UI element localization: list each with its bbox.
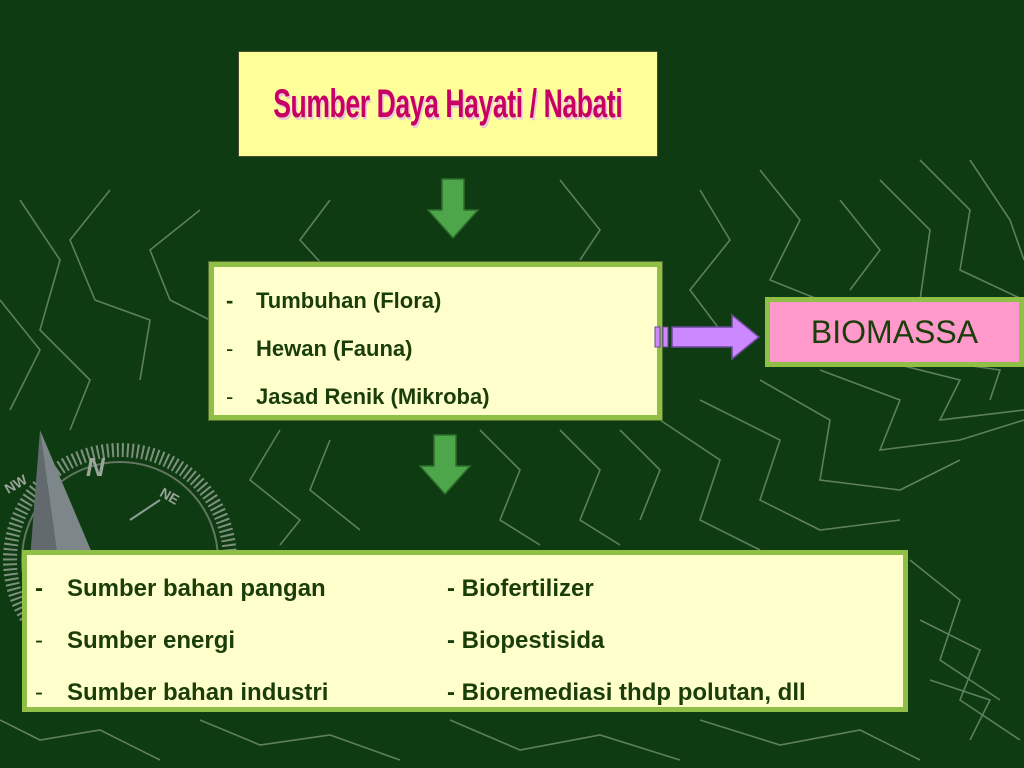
bullet-dash: - bbox=[226, 384, 234, 409]
compass-label-n: N bbox=[86, 452, 105, 482]
down-arrow-icon bbox=[418, 434, 472, 496]
use-left-label: Sumber bahan pangan bbox=[67, 575, 326, 602]
list-item: - Sumber energi - Biopestisida bbox=[35, 615, 903, 667]
use-left-label: Sumber energi bbox=[67, 627, 236, 654]
bullet-dash: - bbox=[35, 627, 43, 654]
bullet-dash: - bbox=[35, 575, 43, 602]
title-box: Sumber Daya Hayati / Nabati bbox=[238, 51, 658, 157]
down-arrow-icon bbox=[426, 178, 480, 240]
use-right-label: - Biofertilizer bbox=[447, 575, 594, 602]
bullet-dash: - bbox=[226, 288, 234, 313]
title-text: Sumber Daya Hayati / Nabati bbox=[273, 80, 623, 126]
bullet-dash: - bbox=[35, 679, 43, 706]
use-right-label: - Bioremediasi thdp polutan, dll bbox=[447, 679, 806, 706]
biomassa-label: BIOMASSA bbox=[810, 313, 979, 350]
right-arrow-icon bbox=[654, 313, 761, 361]
list-item-label: Hewan (Fauna) bbox=[256, 336, 413, 361]
biomassa-box: BIOMASSA bbox=[765, 297, 1024, 367]
uses-list: - Sumber bahan pangan - Biofertilizer - … bbox=[22, 550, 908, 712]
bullet-dash: - bbox=[226, 336, 234, 361]
list-item: - Sumber bahan industri - Bioremediasi t… bbox=[35, 667, 903, 719]
list-item: - Sumber bahan pangan - Biofertilizer bbox=[35, 563, 903, 615]
list-item-label: Tumbuhan (Flora) bbox=[256, 288, 442, 313]
list-item: - Hewan (Fauna) bbox=[226, 325, 657, 373]
list-item-label: Jasad Renik (Mikroba) bbox=[256, 384, 490, 409]
use-left-label: Sumber bahan industri bbox=[67, 679, 329, 706]
use-right-label: - Biopestisida bbox=[447, 627, 605, 654]
list-item: - Jasad Renik (Mikroba) bbox=[226, 373, 657, 421]
list-item: - Tumbuhan (Flora) bbox=[226, 277, 657, 325]
organism-list: - Tumbuhan (Flora) - Hewan (Fauna) - Jas… bbox=[208, 261, 663, 421]
